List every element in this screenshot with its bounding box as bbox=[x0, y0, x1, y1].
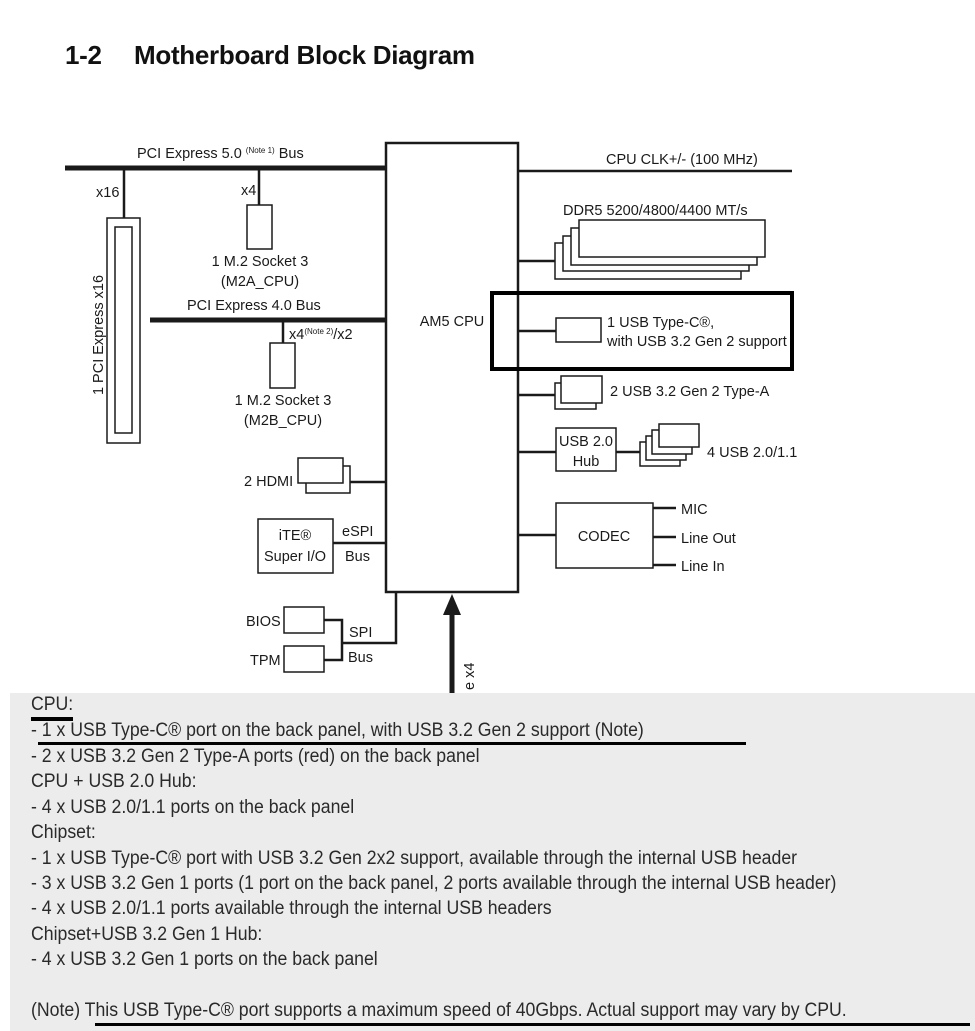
chipset-link-label: e x4 bbox=[462, 663, 478, 690]
highlight-box bbox=[490, 291, 794, 371]
notes-line: - 3 x USB 3.2 Gen 1 ports (1 port on the… bbox=[31, 873, 837, 894]
notes-line: - 4 x USB 3.2 Gen 1 ports on the back pa… bbox=[31, 949, 378, 970]
notes-line: Chipset+USB 3.2 Gen 1 Hub: bbox=[31, 924, 263, 945]
ddr5-label: DDR5 5200/4800/4400 MT/s bbox=[563, 203, 748, 219]
codec-box bbox=[555, 502, 654, 569]
notes-line: CPU + USB 2.0 Hub: bbox=[31, 771, 197, 792]
pcie-slot-lanes: x16 bbox=[96, 185, 119, 201]
pcie5-bus-label: PCI Express 5.0 (Note 1) Bus bbox=[137, 141, 304, 162]
codec-label: CODEC bbox=[578, 529, 630, 545]
usb-c-label-2: with USB 3.2 Gen 2 support bbox=[606, 334, 787, 350]
cpu-clk-label: CPU CLK+/- (100 MHz) bbox=[606, 152, 758, 168]
superio-box bbox=[257, 518, 334, 574]
m2a-label-1: 1 M.2 Socket 3 bbox=[212, 254, 309, 270]
pcie5-bus-name: PCI Express 5.0 bbox=[137, 146, 242, 162]
notes-line: - 4 x USB 2.0/1.1 ports available throug… bbox=[31, 898, 552, 919]
section-number: 1-2 bbox=[65, 40, 102, 70]
notes-line: - 1 x USB Type-C® port with USB 3.2 Gen … bbox=[31, 848, 798, 869]
m2b-lanes-main: x4 bbox=[289, 327, 304, 343]
m2b-lanes-note: (Note 2) bbox=[304, 327, 333, 336]
usb-notes-panel: CPU: - 1 x USB Type-C® port on the back … bbox=[10, 693, 975, 1031]
spi-label-2: Bus bbox=[348, 650, 373, 666]
hdmi-label: 2 HDMI bbox=[244, 474, 293, 490]
pcie5-bus-note: (Note 1) bbox=[246, 146, 275, 155]
usb-c-label-1: 1 USB Type-C®, bbox=[607, 315, 714, 331]
m2b-socket bbox=[269, 342, 296, 389]
notes-line: Chipset: bbox=[31, 822, 96, 843]
usb-a-label: 2 USB 3.2 Gen 2 Type-A bbox=[610, 384, 770, 400]
pcie4-bus-label: PCI Express 4.0 Bus bbox=[187, 298, 321, 314]
tpm-label: TPM bbox=[250, 653, 281, 669]
underline-mark bbox=[31, 717, 73, 721]
cpu-label: AM5 CPU bbox=[420, 314, 484, 330]
m2b-lanes: x4(Note 2)/x2 bbox=[289, 327, 353, 343]
section-title: Motherboard Block Diagram bbox=[134, 40, 475, 70]
usb2-ports-label: 4 USB 2.0/1.1 bbox=[707, 445, 797, 461]
m2b-label-2: (M2B_CPU) bbox=[244, 413, 322, 429]
bios-label: BIOS bbox=[246, 614, 281, 630]
pcie-slot-inner bbox=[114, 226, 133, 434]
pcie-slot-label: 1 PCI Express x16 bbox=[91, 275, 107, 395]
usb2-port bbox=[658, 423, 700, 448]
hdmi-port bbox=[297, 457, 344, 484]
page-title: 1-2 Motherboard Block Diagram bbox=[65, 40, 475, 71]
usb-hub-box bbox=[555, 427, 617, 472]
tpm-box bbox=[283, 645, 325, 673]
underline-mark bbox=[95, 1023, 970, 1026]
notes-line: CPU: bbox=[31, 694, 74, 715]
chipset-arrow-icon bbox=[443, 594, 461, 615]
codec-output-line-out: Line Out bbox=[681, 531, 736, 547]
usb-hub-label-2: Hub bbox=[573, 454, 600, 470]
spi-label-1: SPI bbox=[349, 625, 372, 641]
codec-output-mic: MIC bbox=[681, 502, 708, 518]
m2a-label-2: (M2A_CPU) bbox=[221, 274, 299, 290]
pcie5-bus-suffix: Bus bbox=[279, 146, 304, 162]
underline-mark bbox=[38, 742, 746, 745]
codec-output-line-in: Line In bbox=[681, 559, 725, 575]
superio-label-1: iTE® bbox=[279, 528, 312, 544]
notes-line: - 2 x USB 3.2 Gen 2 Type-A ports (red) o… bbox=[31, 746, 480, 767]
notes-line: (Note) This USB Type-C® port supports a … bbox=[31, 1000, 847, 1021]
spi-link bbox=[342, 592, 398, 645]
m2b-label-1: 1 M.2 Socket 3 bbox=[235, 393, 332, 409]
bios-box bbox=[283, 606, 325, 634]
notes-line: - 1 x USB Type-C® port on the back panel… bbox=[31, 720, 644, 741]
superio-label-2: Super I/O bbox=[264, 549, 326, 565]
espi-label-1: eSPI bbox=[342, 524, 373, 540]
m2b-lanes-alt: /x2 bbox=[333, 327, 352, 343]
usb-a-port bbox=[560, 375, 603, 404]
spi-bracket bbox=[324, 618, 344, 662]
dimm-slot bbox=[578, 219, 766, 258]
usb-c-port bbox=[555, 317, 602, 343]
notes-line: - 4 x USB 2.0/1.1 ports on the back pane… bbox=[31, 797, 355, 818]
usb-hub-label-1: USB 2.0 bbox=[559, 434, 613, 450]
m2a-lanes: x4 bbox=[241, 183, 256, 199]
m2a-socket bbox=[246, 204, 273, 250]
espi-label-2: Bus bbox=[345, 549, 370, 565]
